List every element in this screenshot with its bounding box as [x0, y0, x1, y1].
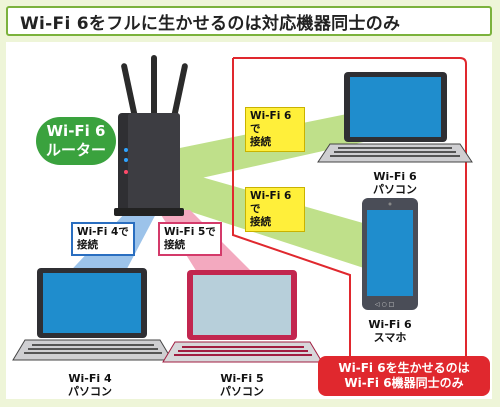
laptop-icon: [162, 270, 323, 363]
laptop-icon: [317, 72, 473, 163]
caption-laptop-wifi5: Wi-Fi 5 パソコン: [220, 372, 264, 398]
caption-phone-wifi6: Wi-Fi 6 スマホ: [368, 318, 412, 344]
caption-laptop-wifi6: Wi-Fi 6 パソコン: [373, 170, 417, 196]
router-icon: [114, 55, 188, 216]
link-label-wifi4: Wi-Fi 4で 接続: [71, 222, 135, 256]
router-label-line2: ルーター: [45, 141, 106, 159]
wifi6-group-frame: [233, 57, 467, 360]
router-label-line1: Wi-Fi 6: [46, 122, 106, 140]
link-label-wifi6-phone: Wi-Fi 6で 接続: [245, 187, 305, 232]
wifi6-only-callout: Wi-Fi 6を生かせるのは Wi-Fi 6機器同士のみ: [318, 356, 490, 396]
laptop-icon: [12, 268, 173, 361]
router-label: Wi-Fi 6 ルーター: [36, 117, 116, 165]
link-label-wifi5: Wi-Fi 5で 接続: [158, 222, 222, 256]
diagram-title: Wi-Fi 6をフルに生かせるのは対応機器同士のみ: [6, 6, 492, 36]
smartphone-icon: ◁ ○ □: [362, 198, 418, 310]
caption-laptop-wifi4: Wi-Fi 4 パソコン: [68, 372, 112, 398]
svg-text:◁ ○ □: ◁ ○ □: [375, 301, 394, 308]
link-label-wifi6-laptop: Wi-Fi 6で 接続: [245, 107, 305, 152]
